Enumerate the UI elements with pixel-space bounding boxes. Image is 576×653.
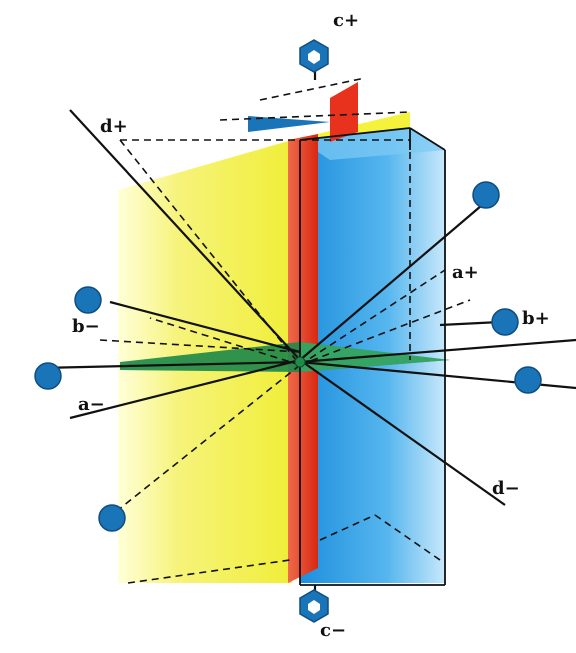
label-c-plus: c+ [333,10,359,31]
label-b-plus: b+ [522,308,550,329]
axis-lines [39,60,576,605]
label-c-minus: c− [320,620,346,641]
axis-labels: c+ c− d+ a+ b+ b− a− d− [72,10,550,641]
plane-outlines [299,127,446,586]
right-middle-upper-atom [491,308,519,336]
right-middle-lower-atom [514,366,542,394]
label-b-minus: b− [72,316,100,337]
lower-left-atom [98,504,126,532]
left-upper-atom [74,286,102,314]
left-middle-atom [34,362,62,390]
red-plane-top [330,82,358,142]
label-d-plus: d+ [100,116,128,137]
atoms [34,39,542,623]
center-atom [294,356,306,368]
label-a-minus: a− [78,394,105,415]
dashed-lines [99,77,471,584]
label-d-minus: d− [492,478,520,499]
upper-right-atom [472,181,500,209]
label-a-plus: a+ [452,262,479,283]
blue-top-wedge [248,116,330,132]
blue-plane-top-face [300,128,445,160]
